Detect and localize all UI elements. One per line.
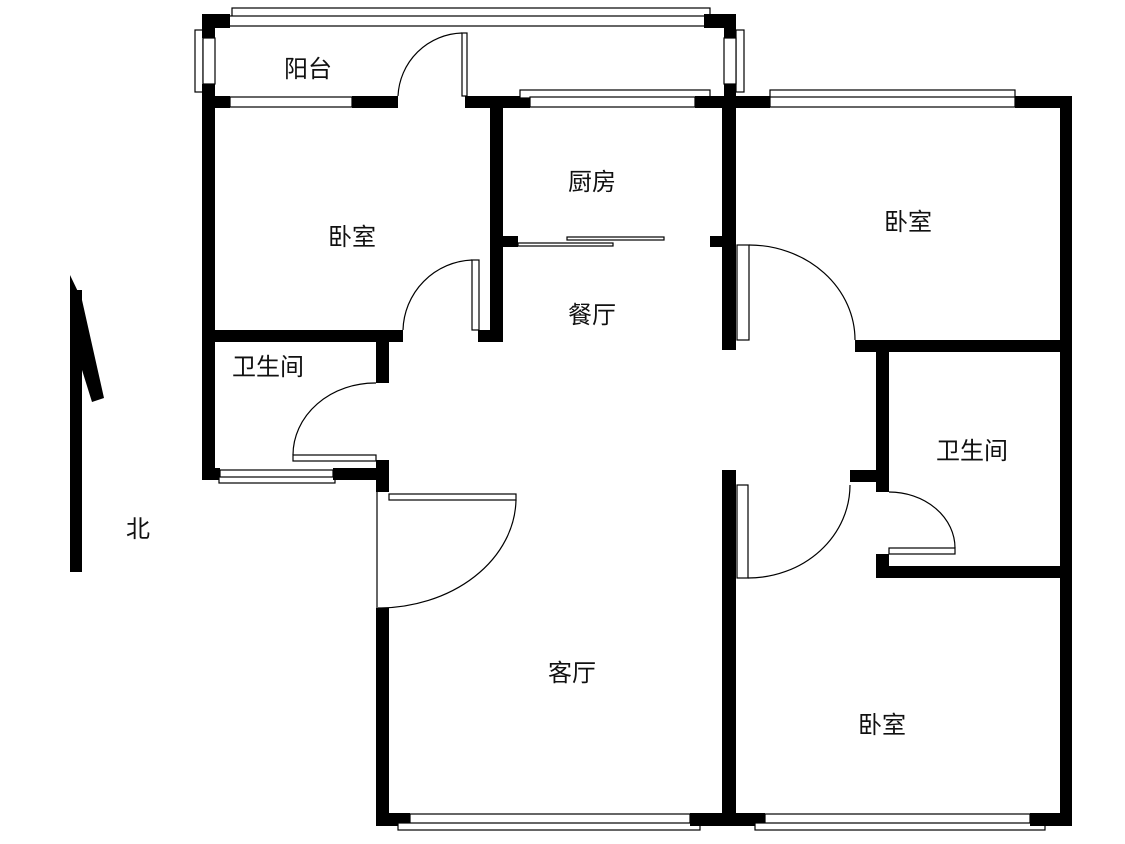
bedroom-ne-door-swing xyxy=(748,244,856,341)
bedroom-nw-door-swing xyxy=(402,259,473,331)
room-label-bedroom-se: 卧室 xyxy=(858,711,906,739)
bedroom-se-door-leaf xyxy=(736,484,749,579)
balcony-walls xyxy=(194,7,770,108)
entry-door-swing xyxy=(377,499,517,609)
bedroom-ne-door-leaf xyxy=(736,244,750,341)
room-label-bedroom-nw: 卧室 xyxy=(328,223,376,251)
bedroom-ne-window xyxy=(769,96,1016,108)
bedroom-nw-door-leaf xyxy=(471,259,480,331)
bathroom-e-door-swing xyxy=(888,491,956,549)
bathroom-w-door-leaf xyxy=(292,454,377,462)
kitchen-sliding-door xyxy=(517,242,614,247)
room-label-dining: 餐厅 xyxy=(568,301,616,329)
north-arrow-icon xyxy=(70,275,104,572)
bedroom-se-door-swing xyxy=(747,484,851,579)
room-label-living: 客厅 xyxy=(548,659,596,687)
north-label: 北 xyxy=(126,515,150,543)
west-wall xyxy=(202,96,215,480)
balcony-window-right xyxy=(735,29,745,93)
room-label-bathroom-w: 卫生间 xyxy=(232,353,304,381)
bathroom-e-door-leaf xyxy=(888,547,956,555)
bathroom-w-door-swing xyxy=(292,382,377,456)
room-label-bathroom-e: 卫生间 xyxy=(936,437,1008,465)
balcony-door-leaf xyxy=(461,32,468,97)
entry-door-leaf xyxy=(388,493,517,501)
balcony-window-left xyxy=(194,29,204,93)
balcony-door-swing xyxy=(397,32,463,97)
east-wall xyxy=(1060,96,1072,826)
room-label-bedroom-ne: 卧室 xyxy=(884,208,932,236)
room-label-balcony: 阳台 xyxy=(284,55,332,83)
room-label-kitchen: 厨房 xyxy=(568,168,616,196)
